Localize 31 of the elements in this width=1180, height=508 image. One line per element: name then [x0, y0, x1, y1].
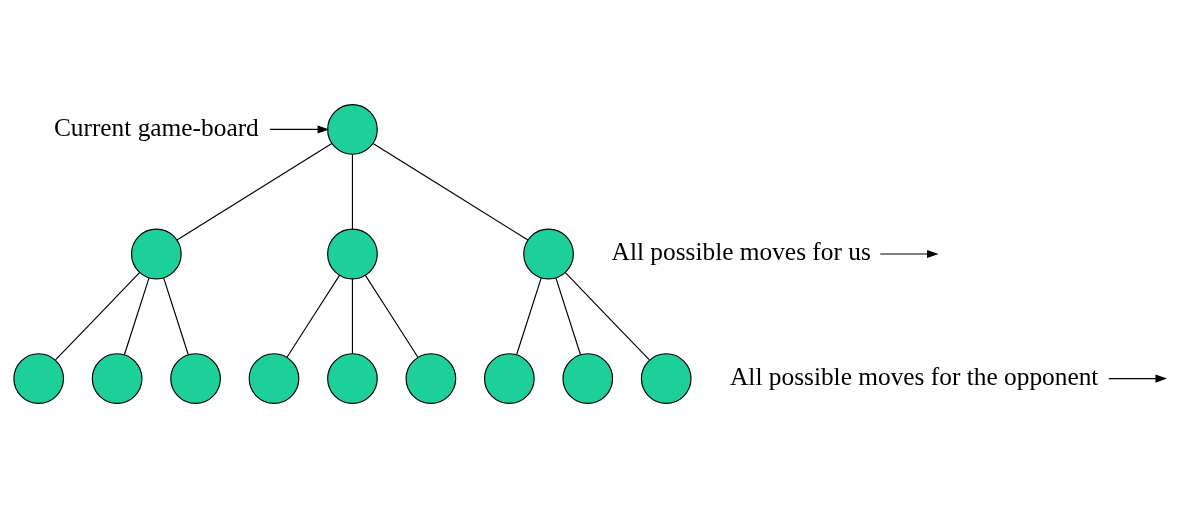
- node-circle: [327, 104, 378, 155]
- arrow: [1108, 374, 1167, 383]
- node-text: Current game-board: [53, 112, 259, 141]
- connector: [351, 153, 354, 230]
- node-circle: [405, 353, 457, 404]
- connector: [564, 272, 650, 361]
- arrow: [879, 249, 939, 259]
- node-circle: [640, 353, 692, 404]
- arrow: [269, 125, 330, 134]
- node-circle: [562, 353, 614, 404]
- node-text: All possible moves for the opponent: [730, 362, 1099, 391]
- connector: [163, 277, 189, 356]
- connector: [176, 142, 333, 241]
- node-circle: [327, 228, 378, 280]
- node-text: All possible moves for us: [611, 237, 871, 266]
- node-circle: [13, 353, 65, 404]
- connector: [516, 277, 542, 356]
- connector: [54, 272, 141, 361]
- connector: [372, 142, 529, 241]
- connector: [364, 274, 419, 358]
- node-circle: [170, 353, 221, 404]
- node-circle: [248, 353, 300, 404]
- node-circle: [483, 353, 535, 404]
- node-circle: [91, 353, 143, 404]
- node-circle: [523, 228, 574, 280]
- connector: [351, 278, 354, 355]
- node-circle: [130, 228, 182, 280]
- connector: [555, 277, 581, 356]
- connector: [123, 277, 150, 356]
- node-circle: [327, 353, 378, 404]
- connector: [286, 274, 341, 358]
